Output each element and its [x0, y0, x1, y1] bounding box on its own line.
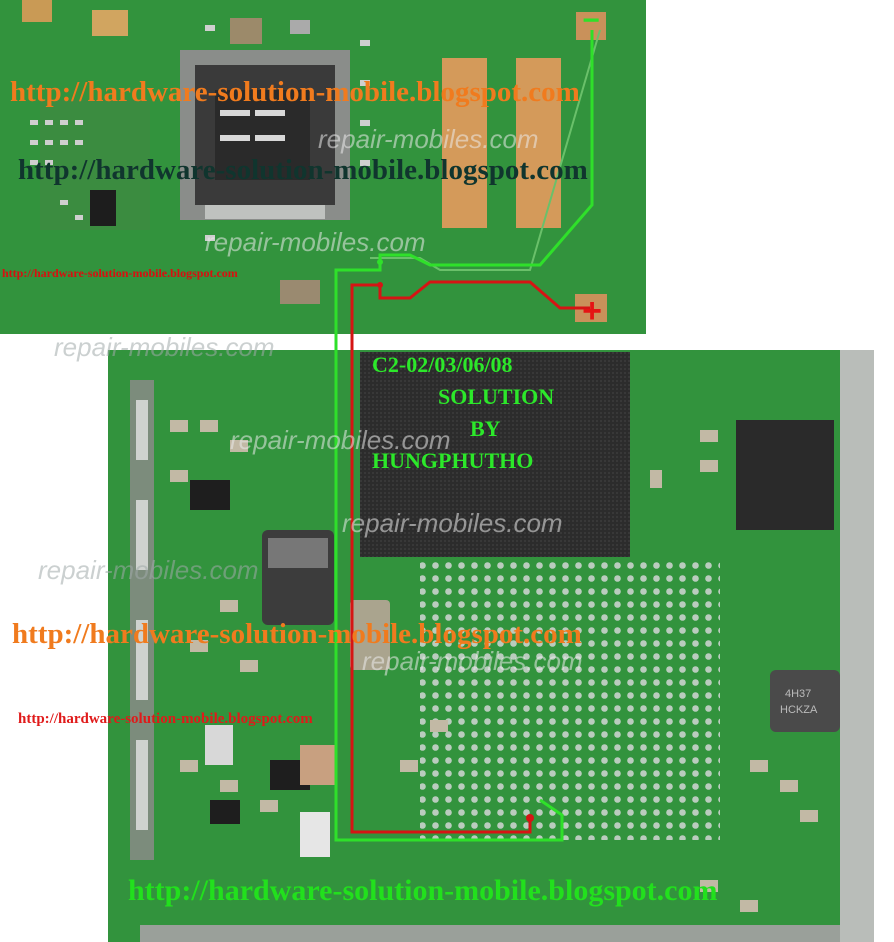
watermark-4: repair-mobiles.com — [230, 425, 451, 455]
bottom-board: 4H37 HCKZA — [108, 350, 874, 942]
solution-label: SOLUTION — [438, 384, 555, 409]
watermark-6: repair-mobiles.com — [38, 555, 259, 585]
link-text-bottom-green: http://hardware-solution-mobile.blogspot… — [128, 874, 718, 907]
watermark-7: repair-mobiles.com — [362, 646, 583, 676]
watermark-5: repair-mobiles.com — [342, 508, 563, 538]
plus-sign-icon: + — [582, 292, 602, 330]
link-text-top-orange: http://hardware-solution-mobile.blogspot… — [10, 76, 580, 108]
link-text-top-dark: http://hardware-solution-mobile.blogspot… — [18, 154, 588, 186]
solution-model-label: C2-02/03/06/08 — [372, 352, 513, 377]
link-text-mid-orange: http://hardware-solution-mobile.blogspot… — [12, 618, 582, 650]
watermark-1: repair-mobiles.com — [318, 124, 539, 154]
top-board — [0, 0, 646, 334]
solution-author-label: HUNGPHUTHO — [372, 448, 534, 473]
watermark-2: repair-mobiles.com — [205, 227, 426, 257]
chip-marking-1: 4H37 — [785, 688, 811, 700]
solution-by-label: BY — [470, 416, 501, 441]
jumper-traces — [334, 30, 594, 842]
minus-sign-icon: − — [582, 4, 600, 37]
link-text-top-red: http://hardware-solution-mobile.blogspot… — [2, 266, 238, 280]
chip-marking-2: HCKZA — [780, 704, 818, 716]
watermark-3: repair-mobiles.com — [54, 332, 275, 362]
link-text-mid-red: http://hardware-solution-mobile.blogspot… — [18, 711, 313, 727]
